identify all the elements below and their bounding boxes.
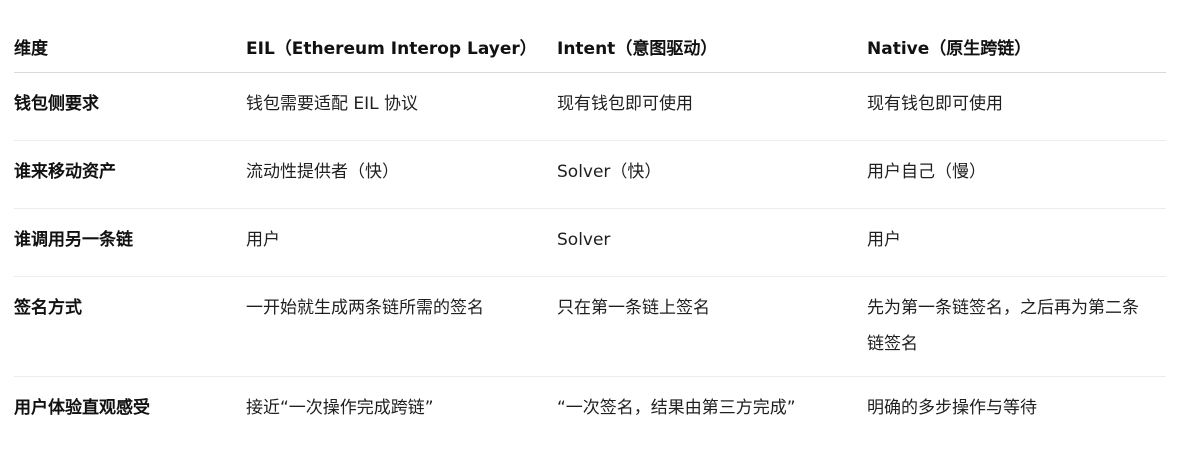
cell-intent: “一次签名，结果由第三方完成” bbox=[557, 398, 796, 418]
table-row: 谁调用另一条链 用户 Solver 用户 bbox=[14, 208, 1166, 277]
row-dimension: 用户体验直观感受 bbox=[14, 398, 150, 418]
table-row: 用户体验直观感受 接近“一次操作完成跨链” “一次签名，结果由第三方完成” 明确… bbox=[14, 377, 1166, 441]
table-row: 签名方式 一开始就生成两条链所需的签名 只在第一条链上签名 先为第一条链签名，之… bbox=[14, 276, 1166, 377]
cell-native: 现有钱包即可使用 bbox=[867, 72, 1166, 141]
cell-native: 用户 bbox=[867, 208, 1166, 277]
comparison-table-container: 维度 EIL（Ethereum Interop Layer） Intent（意图… bbox=[14, 0, 1166, 440]
header-intent: Intent（意图驱动） bbox=[557, 0, 867, 73]
cell-native: 用户自己（慢） bbox=[867, 140, 1166, 209]
cell-eil: 流动性提供者（快） bbox=[246, 140, 557, 209]
table-header-row: 维度 EIL（Ethereum Interop Layer） Intent（意图… bbox=[14, 0, 1166, 73]
header-native: Native（原生跨链） bbox=[867, 0, 1166, 73]
row-dimension: 谁调用另一条链 bbox=[14, 208, 246, 277]
cell-intent: Solver bbox=[557, 208, 867, 277]
cell-intent: Solver（快） bbox=[557, 140, 867, 209]
header-dimension: 维度 bbox=[14, 0, 246, 73]
cell-eil: 接近“一次操作完成跨链” bbox=[246, 398, 434, 418]
cell-eil: 用户 bbox=[246, 208, 557, 277]
row-dimension: 钱包侧要求 bbox=[14, 72, 246, 141]
cell-eil: 钱包需要适配 EIL 协议 bbox=[246, 72, 557, 141]
cell-intent: 现有钱包即可使用 bbox=[557, 72, 867, 141]
header-eil: EIL（Ethereum Interop Layer） bbox=[246, 0, 557, 73]
table-row: 谁来移动资产 流动性提供者（快） Solver（快） 用户自己（慢） bbox=[14, 140, 1166, 209]
cell-native: 先为第一条链签名，之后再为第二条链签名 bbox=[867, 276, 1166, 377]
cell-eil: 一开始就生成两条链所需的签名 bbox=[246, 276, 557, 377]
table-row: 钱包侧要求 钱包需要适配 EIL 协议 现有钱包即可使用 现有钱包即可使用 bbox=[14, 72, 1166, 141]
cell-native: 明确的多步操作与等待 bbox=[867, 398, 1037, 418]
row-dimension: 签名方式 bbox=[14, 276, 246, 377]
cross-chain-comparison-table: 维度 EIL（Ethereum Interop Layer） Intent（意图… bbox=[14, 0, 1166, 440]
cell-intent: 只在第一条链上签名 bbox=[557, 276, 867, 377]
row-dimension: 谁来移动资产 bbox=[14, 140, 246, 209]
